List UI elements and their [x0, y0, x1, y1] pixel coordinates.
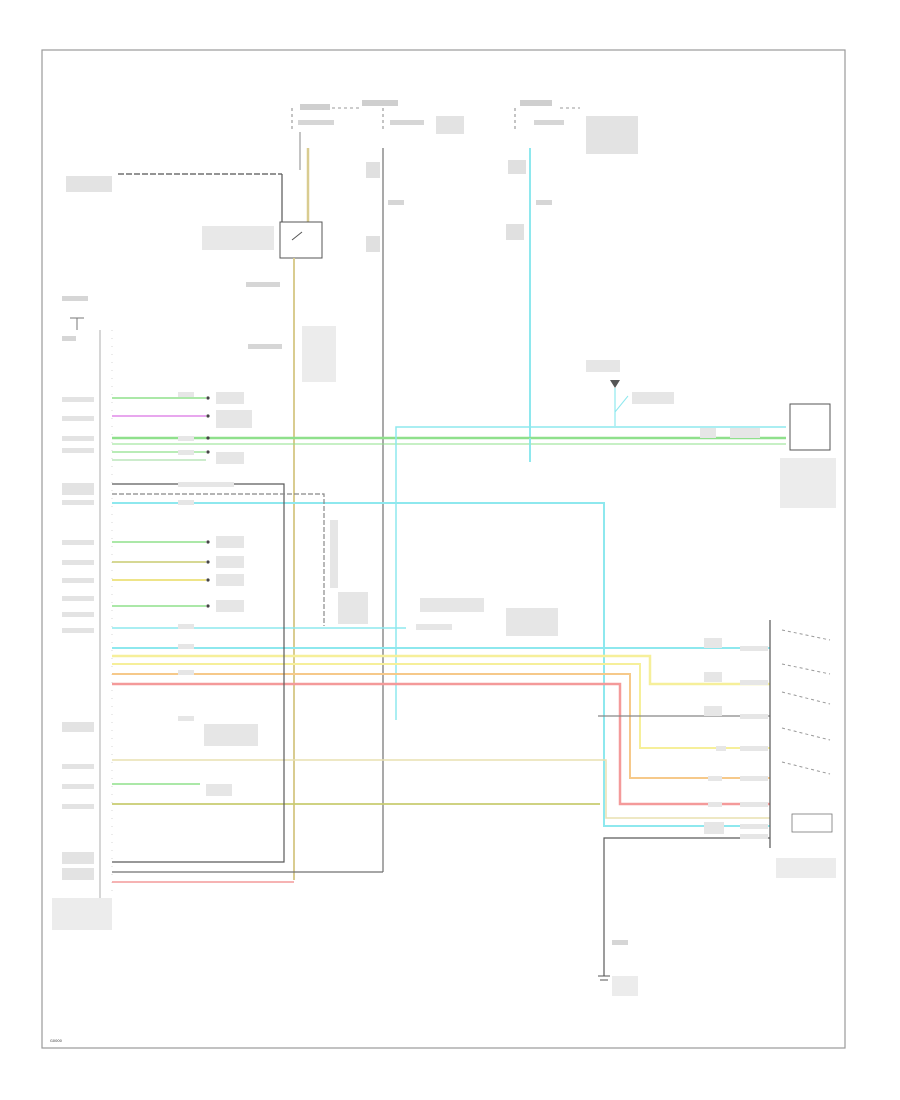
- diagram-frame: [41, 49, 846, 1049]
- fuse-block-center: [332, 100, 464, 134]
- splice-marker: [610, 380, 629, 426]
- wire-black-ground: [603, 837, 770, 976]
- wire-gray-loop: [112, 493, 325, 626]
- fuse-block-left: [291, 104, 334, 170]
- wire-red: [112, 682, 770, 806]
- wire-yellow-2: [112, 663, 770, 749]
- mid-labels: [178, 360, 674, 796]
- wire-tan-low: [112, 759, 770, 819]
- wire-yellow-1: [112, 654, 770, 686]
- footer-code: G0000: [50, 1039, 63, 1043]
- right-component-box: [780, 403, 836, 508]
- ground-symbol: [598, 940, 638, 996]
- ignition-relay: [66, 173, 336, 880]
- fuse-block-right: [514, 100, 638, 154]
- right-switch-assembly: [700, 428, 836, 878]
- wire-cyan-upper: [395, 426, 786, 720]
- left-pin-labels: [62, 397, 94, 880]
- wire-orange: [112, 673, 770, 779]
- left-connector: [52, 296, 113, 930]
